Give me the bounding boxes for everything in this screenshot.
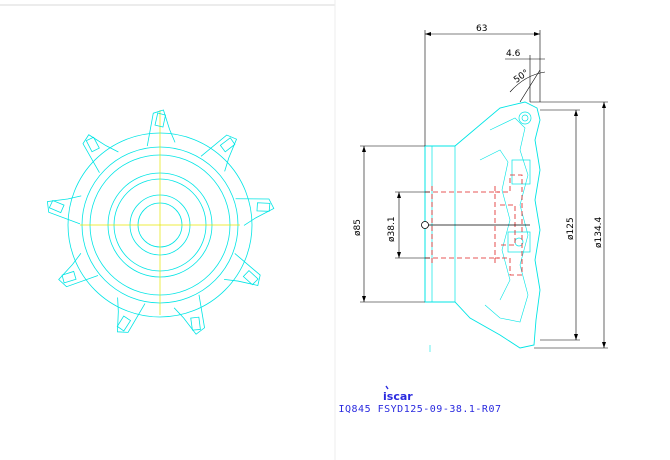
dim-bore-outer: ø85 [353,219,363,236]
side-inner-contour [484,117,529,323]
dimension-lines [360,30,608,349]
front-view [46,109,275,335]
side-insert-top [518,111,532,125]
insert-pocket [224,253,261,286]
dim-offset: 4.6 [506,49,521,59]
insert-pocket [46,195,82,225]
iscar-logo: iscar [383,385,413,403]
insert-pocket [146,109,176,147]
insert-pocket [173,294,205,335]
logo-wordmark: iscar [383,390,413,403]
insert-pocket [235,198,275,226]
side-insert-low [507,231,531,253]
insert [190,316,201,331]
side-insert-top-inner [521,114,529,122]
insert [48,199,65,214]
insert [116,315,132,332]
side-view [421,101,541,349]
insert-pocket [82,134,119,173]
insert [242,270,259,286]
side-insert-mid [511,159,531,185]
dim-body-dia: ø125 [566,217,576,240]
insert-pocket [117,297,146,333]
dim-length: 63 [476,24,487,34]
insert [256,202,271,212]
insert [154,112,166,128]
insert-pockets [46,109,275,335]
insert-pocket [200,134,238,172]
insert [219,137,236,153]
dim-angle: 50° [512,68,531,85]
insert [85,136,100,153]
side-inner-contour-2 [479,149,511,301]
insert-pocket [58,253,99,288]
dim-bore: ø38.1 [387,216,397,242]
dim-cut-dia: ø134.4 [594,216,604,248]
part-caption: IQ845 FSYD125-09-38.1-R07 [338,404,502,415]
dimension-arrows [362,32,606,348]
insert [61,270,77,284]
side-center-hole [421,221,429,229]
side-body-outline [424,101,541,349]
